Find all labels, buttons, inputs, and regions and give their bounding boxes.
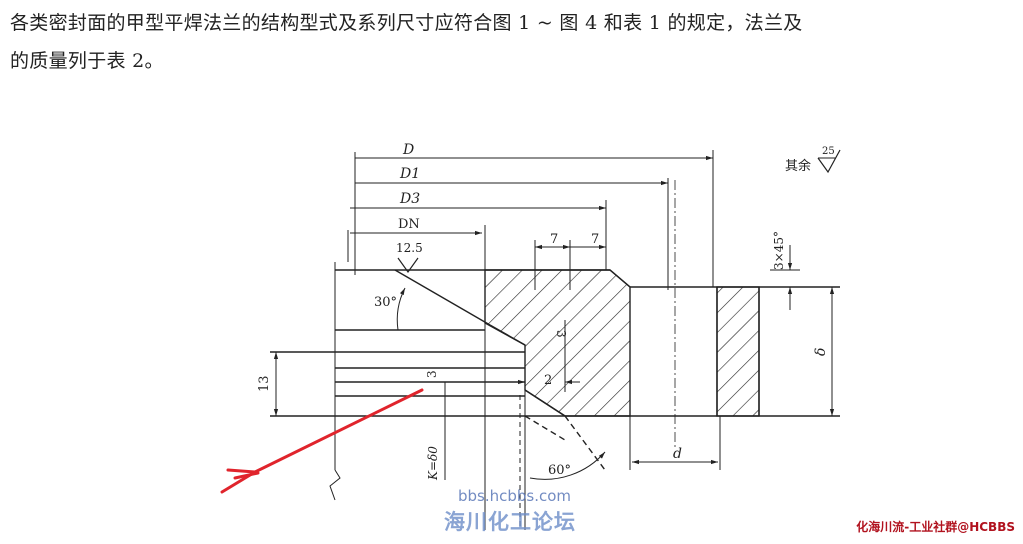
label-DN: DN bbox=[398, 217, 420, 232]
roughness-symbol-rest bbox=[817, 149, 841, 174]
label-dim-31: 3 bbox=[554, 330, 568, 338]
label-dim-2: 2 bbox=[544, 373, 552, 388]
watermark-forum: 海川化工论坛 bbox=[444, 510, 576, 534]
label-dim-3: 3 bbox=[425, 370, 439, 378]
body-paragraph: 各类密封面的甲型平焊法兰的结构型式及系列尺寸应符合图 1 ~ 图 4 和表 1 … bbox=[10, 4, 1020, 80]
label-dim-7b: 7 bbox=[591, 232, 599, 247]
label-angle-60: 60° bbox=[548, 463, 571, 478]
roughness-symbol-weld bbox=[397, 257, 419, 274]
watermark-url: bbs.hcbbs.com bbox=[458, 487, 572, 505]
label-k-delta: K=δ0 bbox=[426, 446, 440, 481]
red-annotation-arrow bbox=[220, 388, 424, 494]
weld-bevel-line bbox=[394, 269, 491, 326]
label-rest-value: 25 bbox=[822, 146, 835, 157]
paragraph-line-2: 的质量列于表 2。 bbox=[10, 50, 164, 72]
label-rest-note: 其余 bbox=[785, 158, 811, 174]
label-delta: δ bbox=[813, 348, 829, 356]
label-D1: D1 bbox=[399, 166, 420, 182]
label-roughness-weld: 12.5 bbox=[396, 241, 423, 255]
label-D3: D3 bbox=[399, 191, 420, 207]
label-dim-7a: 7 bbox=[550, 232, 558, 247]
flange-bolt-section-hatch bbox=[716, 286, 760, 417]
label-d: d bbox=[673, 446, 682, 462]
label-dim-13: 13 bbox=[257, 375, 272, 392]
label-chamfer: 3×45° bbox=[772, 231, 786, 270]
watermark-brand: 化海川流-工业社群@HCBBS bbox=[856, 520, 1015, 534]
flange-section-hatch bbox=[484, 269, 631, 417]
paragraph-line-1: 各类密封面的甲型平焊法兰的结构型式及系列尺寸应符合图 1 ~ 图 4 和表 1 … bbox=[10, 12, 803, 34]
label-angle-30: 30° bbox=[374, 295, 397, 310]
label-D: D bbox=[402, 142, 414, 158]
